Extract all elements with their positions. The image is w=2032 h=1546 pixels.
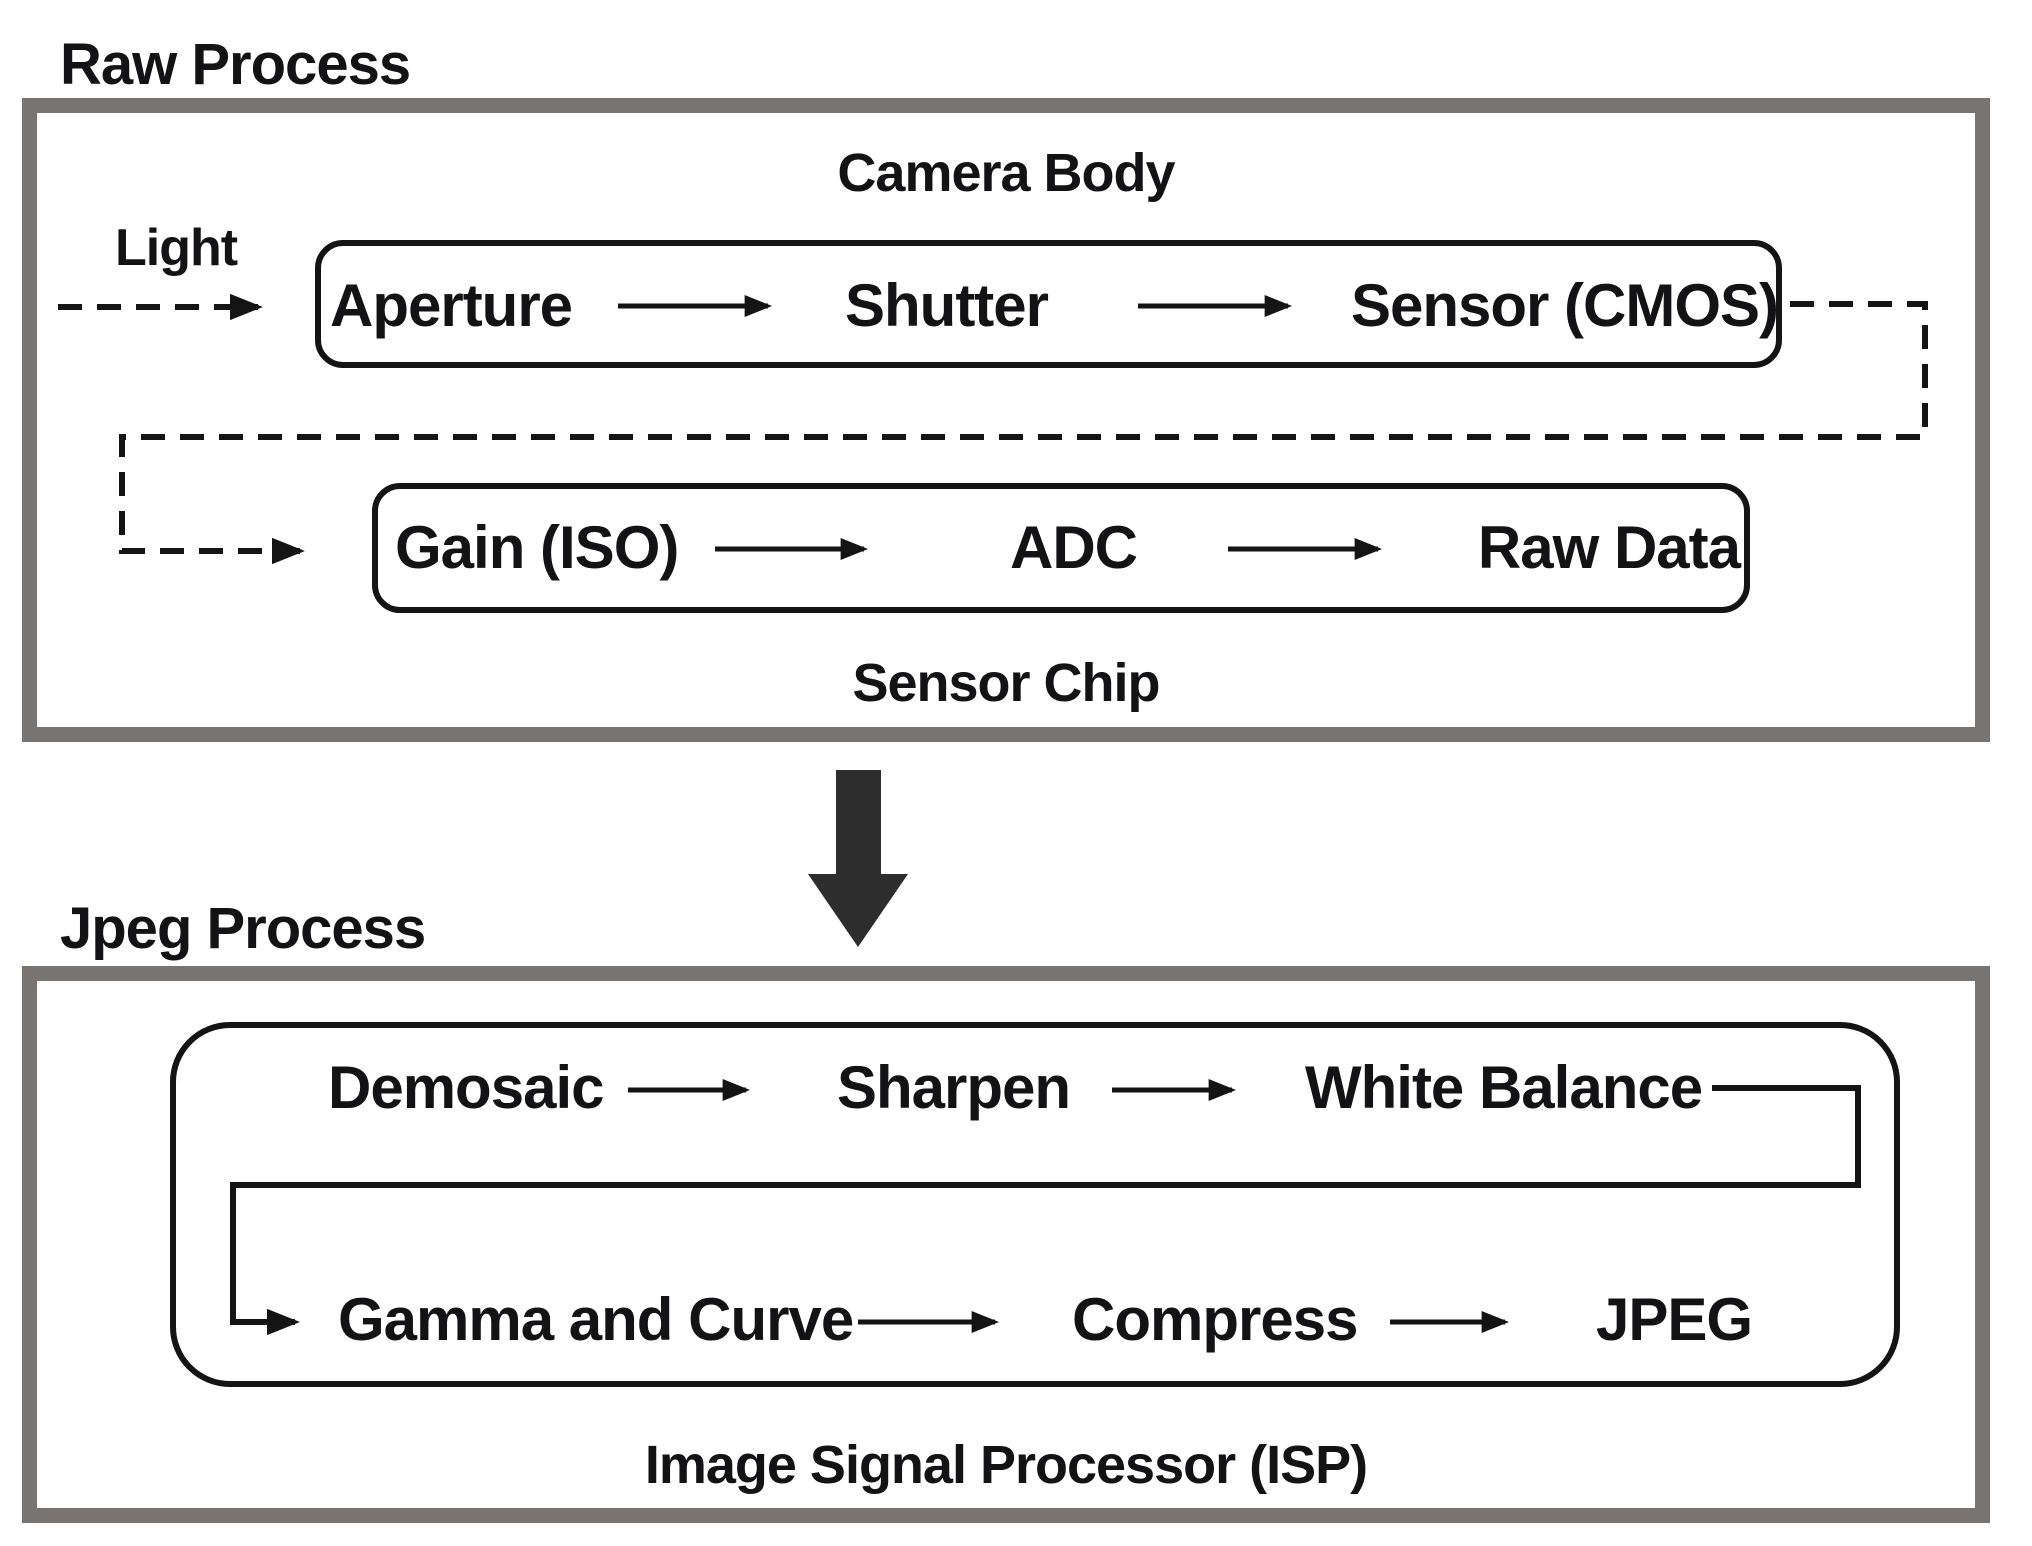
node-white-balance: White Balance	[1305, 1054, 1703, 1121]
light-input-label: Light	[115, 219, 238, 277]
node-compress: Compress	[1072, 1286, 1358, 1353]
node-raw-data: Raw Data	[1477, 514, 1741, 581]
node-adc: ADC	[1010, 514, 1138, 581]
node-demosaic: Demosaic	[328, 1054, 604, 1121]
node-aperture: Aperture	[330, 272, 573, 339]
node-shutter: Shutter	[845, 272, 1049, 339]
sensor-chip-label: Sensor Chip	[852, 653, 1160, 713]
node-sensor-cmos: Sensor (CMOS)	[1350, 272, 1779, 339]
camera-body-label: Camera Body	[837, 143, 1175, 203]
isp-label: Image Signal Processor (ISP)	[644, 1435, 1368, 1495]
raw-process-title: Raw Process	[60, 32, 411, 97]
camera-body-frame	[22, 98, 1990, 742]
isp-frame	[22, 966, 1990, 1523]
isp-pipeline-box	[170, 1022, 1900, 1387]
jpeg-process-title: Jpeg Process	[60, 896, 426, 961]
node-gamma-curve: Gamma and Curve	[338, 1286, 854, 1353]
node-sharpen: Sharpen	[837, 1054, 1071, 1121]
raw-to-jpeg-big-arrow-icon	[808, 770, 908, 947]
node-gain-iso: Gain (ISO)	[395, 514, 679, 581]
node-jpeg: JPEG	[1596, 1286, 1753, 1353]
